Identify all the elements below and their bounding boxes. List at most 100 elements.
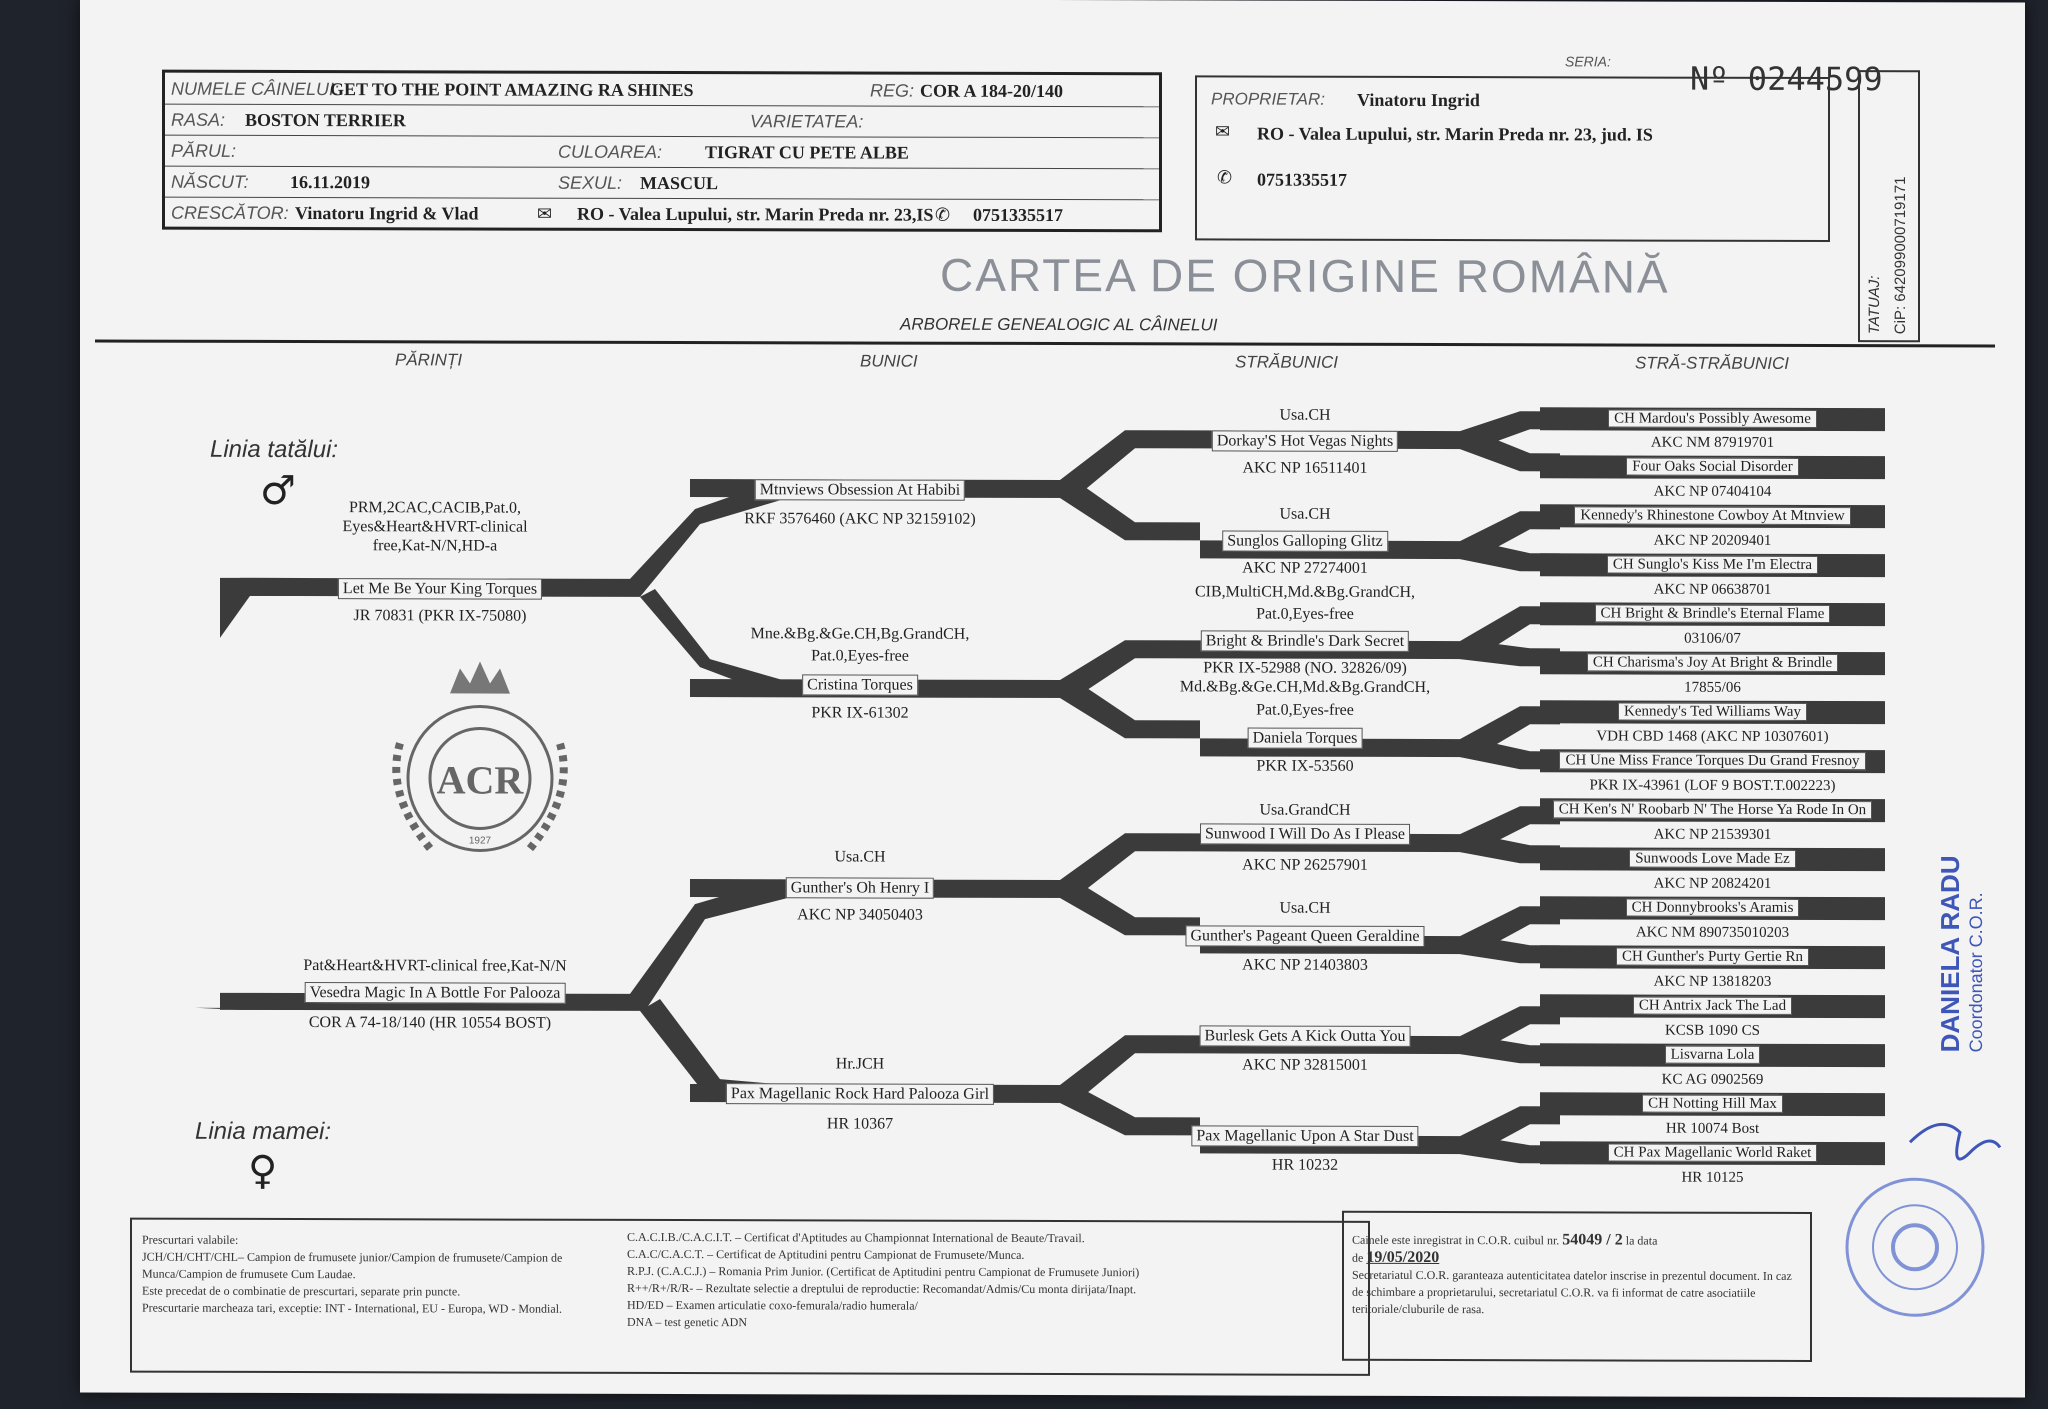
- ggp-reg: AKC NP 26257901: [1242, 856, 1368, 874]
- gggp-name: CH Charisma's Joy At Bright & Brindle: [1586, 653, 1839, 673]
- gggp-reg: AKC NP 07404104: [1653, 483, 1772, 500]
- gggp-name: CH Mardou's Possibly Awesome: [1608, 409, 1817, 429]
- gggp-row: Lisvarna Lola: [1540, 1043, 1885, 1068]
- grandparent-title: Pat.0,Eyes-free: [811, 647, 909, 665]
- gggp-name: CH Ken's N' Roobarb N' The Horse Ya Rode…: [1552, 800, 1873, 820]
- ggp-title: Usa.GrandCH: [1259, 801, 1351, 819]
- reg-text: Cainele este inregistrat in C.O.R. cuibu…: [1352, 1232, 1560, 1248]
- grandparent-reg: RKF 3576460 (AKC NP 32159102): [744, 510, 976, 528]
- ggp-title: Usa.CH: [1279, 406, 1331, 424]
- dam-line-label: Linia mamei:: [195, 1117, 332, 1146]
- gggp-name: CH Antrix Jack The Lad: [1632, 996, 1793, 1015]
- sire-titles: PRM,2CAC,CACIB,Pat.0, Eyes&Heart&HVRT-cl…: [342, 498, 527, 555]
- female-icon: ♀: [248, 1147, 278, 1194]
- registration-box: Cainele este inregistrat in C.O.R. cuibu…: [1342, 1210, 1812, 1362]
- ggp-name: Daniela Torques: [1247, 727, 1363, 749]
- sire-title-line: free,Kat-N/N,HD-a: [372, 537, 498, 555]
- gggp-row: CH Pax Magellanic World Raket: [1540, 1141, 1885, 1166]
- official-stamp: [1845, 1177, 1985, 1317]
- grandparent-name: Mtnviews Obsession At Habibi: [754, 479, 966, 501]
- gggp-row: CH Sunglo's Kiss Me I'm Electra: [1540, 553, 1885, 578]
- logo-year: 1927: [469, 835, 492, 846]
- abbrev-line: Este precedat de o combinatie de prescur…: [142, 1283, 461, 1299]
- grandparent-name: Gunther's Oh Henry I: [785, 877, 935, 899]
- gggp-reg: AKC NM 87919701: [1650, 434, 1775, 451]
- ggp-title: Pat.0,Eyes-free: [1256, 701, 1354, 719]
- ggp-reg: AKC NP 32815001: [1242, 1056, 1368, 1074]
- ggp-name: Sunwood I Will Do As I Please: [1200, 823, 1410, 845]
- sire-line-label: Linia tatălui:: [210, 435, 339, 464]
- gggp-row: CH Donnybrooks's Aramis: [1540, 896, 1885, 921]
- reg-de: de: [1352, 1250, 1364, 1265]
- ggp-reg: PKR IX-52988 (NO. 32826/09): [1203, 659, 1407, 677]
- abbrev-line: HD/ED – Examen articulatie coxo-femurala…: [627, 1297, 918, 1313]
- pedigree-certificate: NUMELE CÂINELUI: GET TO THE POINT AMAZIN…: [80, 0, 2025, 1398]
- ggp-reg: HR 10232: [1271, 1156, 1339, 1174]
- sire-title-line: Eyes&Heart&HVRT-clinical: [342, 518, 528, 536]
- grandparent-name: Pax Magellanic Rock Hard Palooza Girl: [725, 1083, 995, 1105]
- dam-titles: Pat&Heart&HVRT-clinical free,Kat-N/N: [303, 957, 567, 975]
- ggp-title: CIB,MultiCH,Md.&Bg.GrandCH,: [1194, 583, 1416, 601]
- gggp-row: CH Une Miss France Torques Du Grand Fres…: [1540, 749, 1885, 774]
- gggp-reg: AKC NP 21539301: [1653, 826, 1772, 843]
- abbrev-line: C.A.C/C.A.C.T. – Certificat de Aptitudin…: [627, 1246, 1025, 1262]
- gggp-name: CH Sunglo's Kiss Me I'm Electra: [1606, 555, 1819, 575]
- gggp-reg: AKC NP 06638701: [1653, 581, 1772, 598]
- ggp-reg: AKC NP 27274001: [1242, 559, 1368, 577]
- gggp-reg: HR 10125: [1681, 1169, 1744, 1186]
- abbrev-left: Prescurtari valabile: JCH/CH/CHT/CHL– Ca…: [142, 1232, 612, 1318]
- abbrev-line: C.A.C.I.B./C.A.C.I.T. – Certificat d'Apt…: [627, 1229, 1085, 1246]
- gggp-name: Kennedy's Ted Williams Way: [1618, 702, 1807, 721]
- dam-reg: COR A 74-18/140 (HR 10554 BOST): [308, 1014, 552, 1032]
- signature-name: DANIELA RADU: [1935, 855, 1965, 1053]
- sire-name: Let Me Be Your King Torques: [337, 578, 543, 600]
- male-icon: ♂: [260, 467, 296, 515]
- gggp-name: Kennedy's Rhinestone Cowboy At Mtnview: [1574, 506, 1851, 526]
- gggp-row: Sunwoods Love Made Ez: [1540, 847, 1885, 872]
- coordinator-signature: DANIELA RADU Coordonator C.O.R.: [1935, 855, 1987, 1052]
- gggp-reg: 03106/07: [1684, 630, 1741, 647]
- abbrev-line: R++/R+/R/R- – Rezultate selectie a drept…: [627, 1280, 1137, 1297]
- gggp-name: CH Donnybrooks's Aramis: [1625, 898, 1800, 917]
- ggp-title: Usa.CH: [1279, 899, 1331, 917]
- ggp-name: Bright & Brindle's Dark Secret: [1200, 630, 1410, 652]
- gggp-row: Four Oaks Social Disorder: [1540, 455, 1885, 480]
- gggp-reg: PKR IX-43961 (LOF 9 BOST.T.002223): [1589, 777, 1836, 795]
- gggp-name: CH Bright & Brindle's Eternal Flame: [1594, 604, 1831, 624]
- gggp-row: CH Notting Hill Max: [1540, 1092, 1885, 1117]
- gggp-row: Kennedy's Ted Williams Way: [1540, 700, 1885, 725]
- gggp-row: CH Ken's N' Roobarb N' The Horse Ya Rode…: [1540, 798, 1885, 823]
- gggp-name: CH Gunther's Purty Gertie Rn: [1615, 947, 1810, 966]
- gggp-reg: KCSB 1090 CS: [1664, 1022, 1761, 1039]
- sire-title-line: PRM,2CAC,CACIB,Pat.0,: [348, 499, 522, 517]
- gggp-row: CH Antrix Jack The Lad: [1540, 994, 1885, 1019]
- ggp-name: Burlesk Gets A Kick Outta You: [1199, 1025, 1411, 1047]
- ggp-title: Usa.CH: [1279, 505, 1331, 523]
- gggp-row: CH Bright & Brindle's Eternal Flame: [1540, 602, 1885, 627]
- abbrev-line: Prescurtarie marcheaza tari, exceptie: I…: [142, 1300, 563, 1316]
- grandparent-reg: AKC NP 34050403: [797, 906, 923, 924]
- grandparent-reg: HR 10367: [826, 1115, 894, 1133]
- logo-monogram: ACR: [437, 757, 525, 802]
- grandparent-title: Hr.JCH: [835, 1055, 885, 1073]
- abbreviations-box: Prescurtari valabile: JCH/CH/CHT/CHL– Ca…: [130, 1217, 1370, 1376]
- acr-logo: ACR 1927: [392, 661, 568, 853]
- gggp-name: Sunwoods Love Made Ez: [1629, 849, 1796, 868]
- gggp-reg: AKC NP 13818203: [1653, 973, 1772, 990]
- ggp-name: Pax Magellanic Upon A Star Dust: [1191, 1125, 1419, 1147]
- reg-date: 19/05/2020: [1366, 1248, 1440, 1267]
- ggp-reg: AKC NP 21403803: [1242, 956, 1368, 974]
- abbrev-mid: C.A.C.I.B./C.A.C.I.T. – Certificat d'Apt…: [627, 1229, 1347, 1333]
- gggp-reg: AKC NP 20209401: [1653, 532, 1772, 549]
- abbrev-line: DNA – test genetic ADN: [627, 1314, 747, 1330]
- grandparent-title: Mne.&Bg.&Ge.CH,Bg.GrandCH,: [750, 625, 970, 643]
- gggp-reg: AKC NM 890735010203: [1635, 924, 1790, 941]
- gggp-name: CH Pax Magellanic World Raket: [1607, 1143, 1818, 1163]
- abbrev-line: R.P.J. (C.A.C.J.) – Romania Prim Junior.…: [627, 1263, 1140, 1280]
- gggp-reg: KC AG 0902569: [1661, 1071, 1764, 1088]
- gggp-row: Kennedy's Rhinestone Cowboy At Mtnview: [1540, 504, 1885, 529]
- grandparent-name: Cristina Torques: [802, 674, 918, 696]
- gggp-reg: 17855/06: [1684, 679, 1741, 696]
- gggp-name: CH Une Miss France Torques Du Grand Fres…: [1559, 751, 1866, 771]
- gggp-row: CH Mardou's Possibly Awesome: [1540, 407, 1885, 432]
